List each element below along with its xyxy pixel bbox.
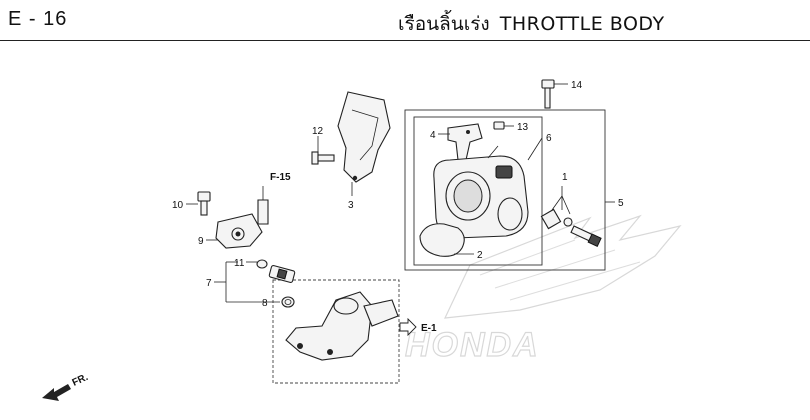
throttle-body-inner-box (413, 116, 543, 266)
part-8-seal (281, 296, 295, 308)
callout-5: 5 (618, 198, 624, 209)
page-code: E - 16 (8, 8, 68, 30)
header-rule (0, 40, 810, 41)
part-3-cover (337, 91, 391, 196)
callout-9: 9 (198, 236, 204, 247)
manifold-dashed-box (272, 279, 400, 384)
callout-3: 3 (348, 200, 354, 211)
throttle-assembly-box (404, 109, 606, 271)
part-9-joint (206, 213, 263, 249)
part-4-bracket (438, 123, 483, 161)
part-11-oring (246, 259, 268, 269)
callout-6: 6 (546, 133, 552, 144)
title-thai: เรือนลิ้นเร่ง (398, 13, 490, 35)
callout-8: 8 (262, 298, 268, 309)
ref-e1: E-1 (421, 323, 437, 334)
part-13-bolt (493, 121, 514, 130)
callout-10: 10 (172, 200, 184, 211)
fuel-tube (257, 186, 269, 225)
part-1-idle-screw-set (540, 186, 602, 248)
intake-manifold (285, 291, 399, 361)
part-10-bolt (186, 191, 211, 216)
part-14-bolt (541, 79, 568, 109)
callout-1: 1 (562, 172, 568, 183)
callout-7: 7 (206, 278, 212, 289)
page-title: เรือนลิ้นเร่ง THROTTLE BODY (398, 9, 665, 39)
part-12-screw (311, 136, 335, 165)
ref-front: FR. (71, 372, 90, 389)
callout-14: 14 (571, 80, 583, 91)
callout-4: 4 (430, 130, 436, 141)
callout-2: 2 (477, 250, 483, 261)
ref-f15: F-15 (270, 172, 291, 183)
part-7-injector (214, 261, 296, 303)
watermark-text: HONDA (405, 326, 540, 364)
title-english: THROTTLE BODY (499, 13, 665, 35)
callout-13: 13 (517, 122, 529, 133)
callout-labels: 1 2 3 4 5 6 7 8 9 10 11 12 13 14 (172, 80, 624, 309)
part-2-gasket (419, 223, 474, 257)
callout-11: 11 (234, 258, 245, 269)
e1-reference-arrow (399, 317, 417, 337)
callout-12: 12 (312, 126, 324, 137)
front-direction-arrow (42, 384, 71, 401)
part-6-throttle-body (433, 137, 543, 239)
